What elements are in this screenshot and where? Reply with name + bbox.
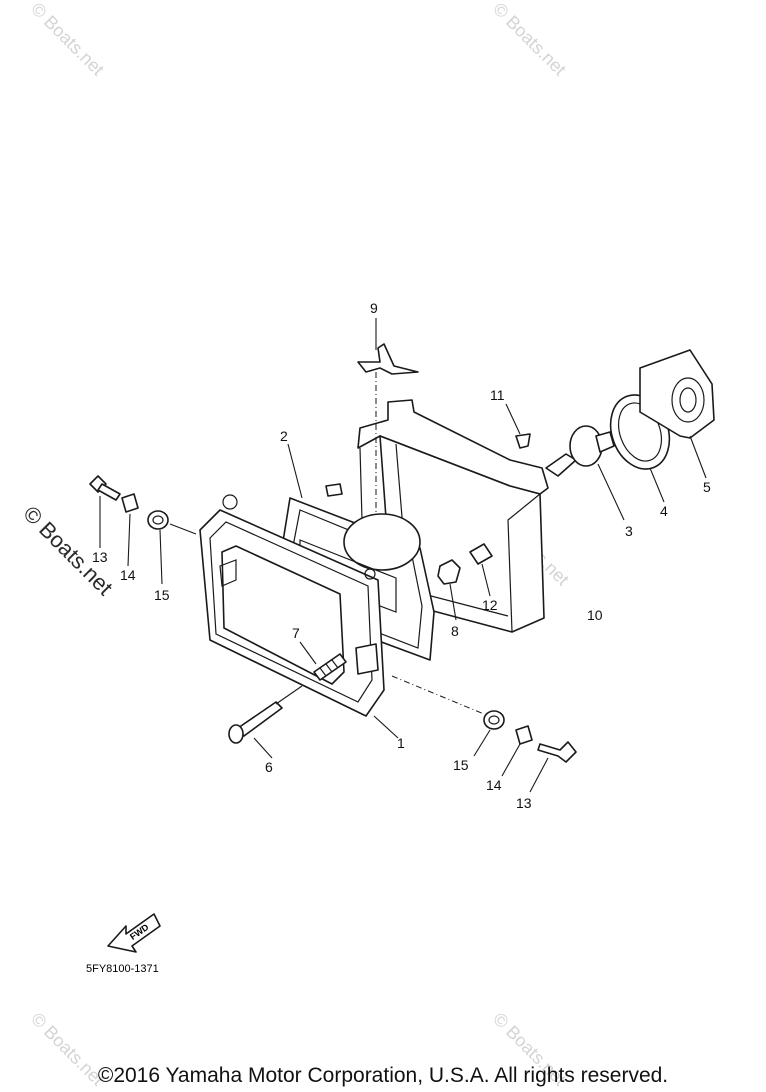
callout-8: 8	[451, 623, 459, 639]
part-8-bracket	[437, 559, 461, 621]
callout-13-right: 13	[516, 795, 532, 811]
part-11-pin	[505, 403, 531, 449]
part-14-collar-left	[121, 493, 139, 567]
callout-4: 4	[660, 503, 668, 519]
callout-9: 9	[370, 300, 378, 316]
callout-15-right: 15	[453, 757, 469, 773]
copyright-footer: ©2016 Yamaha Motor Corporation, U.S.A. A…	[97, 1064, 669, 1087]
callout-15-left: 15	[154, 587, 170, 603]
part-3-bulb	[545, 425, 625, 521]
part-13-bolt-left	[89, 475, 121, 548]
callout-7: 7	[292, 625, 300, 641]
part-12-collar	[469, 543, 493, 597]
diagram-code: 5FY8100-1371	[86, 963, 159, 975]
callout-11: 11	[490, 387, 505, 403]
watermark-top-left: © Boats.net	[27, 0, 108, 80]
part-14-collar-right	[501, 725, 533, 777]
callout-6: 6	[265, 759, 273, 775]
callout-3: 3	[625, 523, 633, 539]
callout-1: 1	[397, 735, 405, 751]
part-15-grommet-right	[391, 675, 505, 757]
callout-10: 10	[587, 607, 603, 623]
part-7-adjust-spring	[299, 641, 347, 681]
part-13-bolt-right	[529, 741, 577, 793]
watermark-top-right: © Boats.net	[489, 0, 570, 80]
part-5-cover	[639, 349, 715, 479]
callout-13-left: 13	[92, 549, 108, 565]
part-15-grommet-left	[147, 510, 197, 585]
callout-12: 12	[482, 597, 498, 613]
callout-14-right: 14	[486, 777, 502, 793]
fwd-arrow-icon: FWD	[107, 913, 161, 953]
callout-2: 2	[280, 428, 288, 444]
callout-14-left: 14	[120, 567, 136, 583]
part-9-clip	[357, 318, 419, 520]
callout-5: 5	[703, 479, 711, 495]
part-6-screw	[228, 685, 303, 759]
